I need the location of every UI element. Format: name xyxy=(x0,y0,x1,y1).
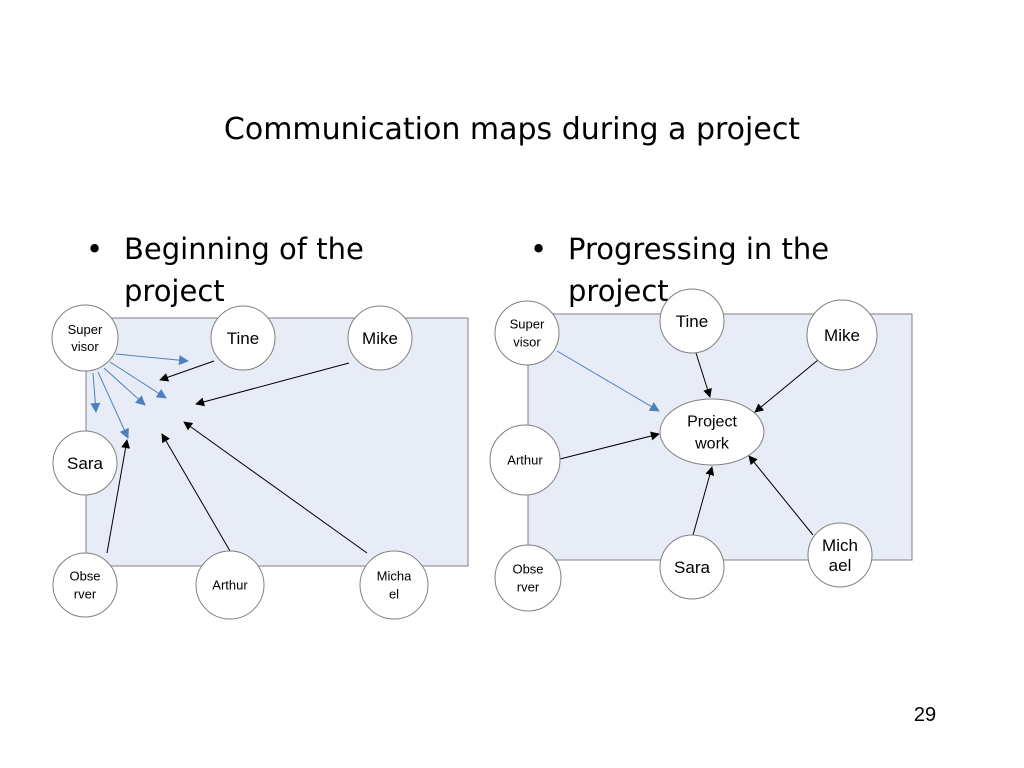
left-node-tine: Tine xyxy=(210,305,276,371)
bullet-beginning-line-1: Beginning of the xyxy=(124,232,364,266)
node-label: Mike xyxy=(824,326,860,345)
node-circle xyxy=(195,550,265,620)
node-label: Tine xyxy=(676,312,708,331)
left-edge-arthur-in xyxy=(161,433,231,552)
node-label: rver xyxy=(517,580,540,595)
right-node-mike: Mike xyxy=(806,299,878,371)
node-label: Mich xyxy=(822,536,858,555)
right-edge-sara-to-project xyxy=(692,466,715,536)
left-node-sara: Sara xyxy=(52,430,118,496)
node-circle xyxy=(494,300,560,366)
node-circle xyxy=(52,430,118,496)
page-number: 29 xyxy=(913,704,937,726)
bullet-progressing-line-2: project xyxy=(568,274,669,308)
node-label: ael xyxy=(829,556,852,575)
left-edge-observer-in xyxy=(106,439,131,554)
bullet-dot: • xyxy=(86,232,104,266)
node-label: Sara xyxy=(674,558,710,577)
node-label: Super xyxy=(68,322,103,337)
node-circle xyxy=(807,522,873,588)
node-label: Sara xyxy=(67,454,103,473)
left-edge-mike-in xyxy=(195,362,350,407)
left-edge-supervisor-out-4 xyxy=(97,371,129,439)
right-node-tine: Tine xyxy=(659,288,725,354)
node-circle xyxy=(52,552,118,618)
node-circle xyxy=(806,299,878,371)
left-edge-tine-in xyxy=(159,360,215,382)
right-edge-supervisor-to-project xyxy=(556,350,660,412)
node-circle xyxy=(659,534,725,600)
left-edge-supervisor-out-5 xyxy=(90,372,101,413)
node-circle xyxy=(359,550,429,620)
node-label: rver xyxy=(74,587,97,602)
node-label: Tine xyxy=(227,329,259,348)
node-circle xyxy=(210,305,276,371)
bullet-progressing: • Progressing in the project xyxy=(530,228,880,312)
right-node-observer: Obse rver xyxy=(494,544,562,612)
left-edge-michael-in xyxy=(183,421,368,554)
left-node-mike: Mike xyxy=(347,305,413,371)
left-node-michael: Micha el xyxy=(359,550,429,620)
right-edge-tine-to-project xyxy=(695,352,712,398)
right-node-project-work: Project work xyxy=(659,398,765,466)
bullet-beginning: • Beginning of the project xyxy=(86,228,426,312)
right-node-sara: Sara xyxy=(659,534,725,600)
left-node-arthur: Arthur xyxy=(195,550,265,620)
left-map-panel xyxy=(85,317,469,567)
node-label: visor xyxy=(513,335,541,350)
node-label: work xyxy=(694,436,730,453)
node-circle xyxy=(347,305,413,371)
right-edge-arthur-to-project xyxy=(559,431,660,460)
bullet-dot: • xyxy=(530,232,548,266)
node-label: Mike xyxy=(362,329,398,348)
left-node-observer: Obse rver xyxy=(52,552,118,618)
left-edge-supervisor-out-1 xyxy=(115,353,189,366)
right-edge-michael-to-project xyxy=(748,455,814,536)
node-circle xyxy=(51,304,119,372)
bullet-beginning-line-2: project xyxy=(124,274,225,308)
node-label: Arthur xyxy=(507,453,543,468)
node-circle xyxy=(659,288,725,354)
slide-title: Communication maps during a project xyxy=(223,112,801,147)
right-node-arthur: Arthur xyxy=(489,424,561,496)
bullet-progressing-line-1: Progressing in the xyxy=(568,232,830,266)
node-label: Obse xyxy=(69,569,100,584)
node-label: el xyxy=(389,587,399,602)
node-circle xyxy=(494,544,562,612)
node-label: Project xyxy=(687,414,737,431)
node-label: Super xyxy=(510,317,545,332)
node-label: Arthur xyxy=(212,578,248,593)
node-circle xyxy=(489,424,561,496)
left-edge-supervisor-out-3 xyxy=(103,367,146,406)
right-node-supervisor: Super visor xyxy=(494,300,560,366)
node-label: visor xyxy=(71,339,99,354)
node-label: Obse xyxy=(512,562,543,577)
right-edge-mike-to-project xyxy=(754,359,819,413)
node-circle xyxy=(659,398,765,466)
left-node-supervisor: Super visor xyxy=(51,304,119,372)
node-label: Micha xyxy=(377,569,412,584)
left-edge-supervisor-out-2 xyxy=(109,361,167,399)
